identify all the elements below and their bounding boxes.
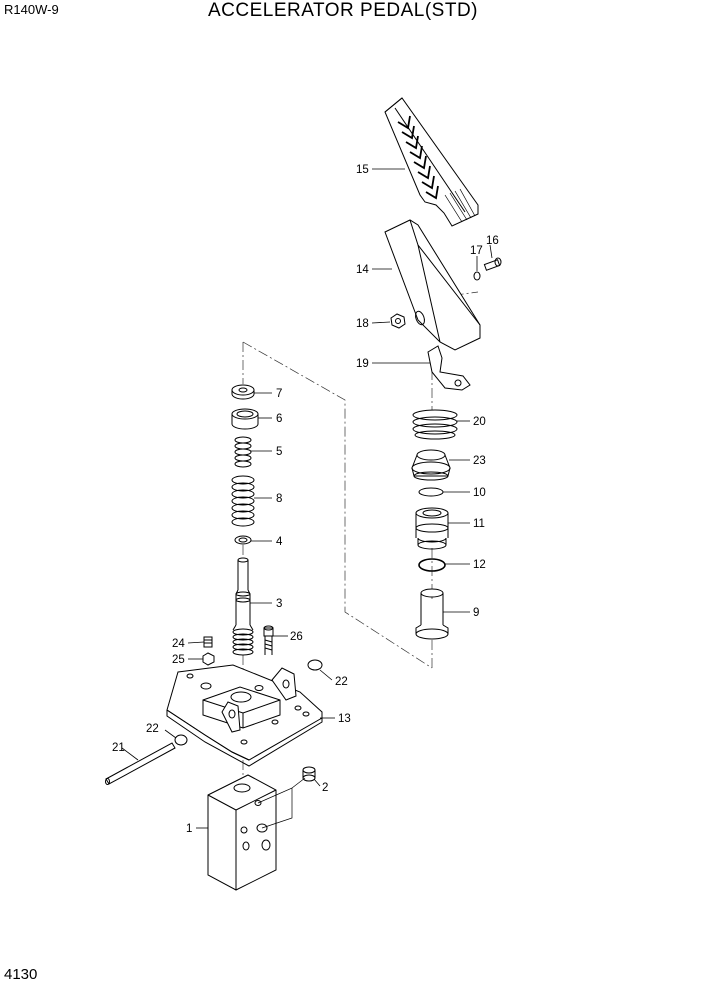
model-code: R140W-9 — [4, 2, 59, 17]
part-10-o-ring — [418, 487, 444, 497]
callout-18: 18 — [356, 318, 369, 330]
part-3-spool — [232, 557, 254, 656]
part-8-spring — [231, 475, 255, 527]
part-9-plunger — [415, 588, 449, 640]
callout-10: 10 — [473, 487, 486, 499]
part-17-washer — [473, 271, 481, 281]
plug-guide-lines — [257, 777, 306, 829]
part-12-o-ring — [418, 558, 446, 572]
part-6-spring-seat — [231, 408, 259, 430]
part-15-pedal-pad — [384, 97, 479, 227]
callout-3: 3 — [276, 598, 282, 610]
callout-8: 8 — [276, 493, 282, 505]
callout-14: 14 — [356, 264, 369, 276]
callout-11: 11 — [473, 518, 485, 530]
part-22-o-ring-right — [307, 659, 323, 671]
part-4-washer — [234, 535, 252, 545]
part-16-bolt — [483, 257, 502, 271]
callout-1: 1 — [186, 823, 192, 835]
callout-9: 9 — [473, 607, 479, 619]
callout-7: 7 — [276, 388, 282, 400]
callout-5: 5 — [276, 446, 282, 458]
part-26-bolt — [263, 625, 274, 655]
callout-26: 26 — [290, 631, 303, 643]
callout-6: 6 — [276, 413, 282, 425]
callout-19: 19 — [356, 358, 369, 370]
callout-4: 4 — [276, 536, 283, 548]
callout-17: 17 — [470, 245, 483, 257]
callout-numbers: 15 14 16 17 18 19 20 23 10 11 12 9 7 6 5… — [112, 164, 499, 835]
page-title: ACCELERATOR PEDAL(STD) — [208, 0, 479, 21]
part-11-bushing — [415, 507, 449, 550]
callout-21: 21 — [112, 742, 125, 754]
callout-13: 13 — [338, 713, 351, 725]
callout-23: 23 — [473, 455, 486, 467]
callout-2: 2 — [322, 782, 328, 794]
part-2-plug — [302, 766, 316, 782]
part-5-spring — [234, 436, 252, 468]
part-13-base-plate — [166, 664, 323, 767]
callout-15: 15 — [356, 164, 369, 176]
part-14-pedal-bracket — [384, 219, 481, 351]
callout-24: 24 — [172, 638, 185, 650]
part-22-o-ring-left — [174, 734, 188, 746]
part-18-nut — [390, 313, 406, 329]
callout-16: 16 — [486, 235, 499, 247]
part-25-nut — [202, 652, 215, 666]
part-1-valve-body — [207, 774, 277, 891]
page-number: 4130 — [4, 966, 38, 983]
callout-22-left: 22 — [146, 723, 159, 735]
part-20-spring — [412, 409, 458, 440]
callout-25: 25 — [172, 654, 185, 666]
part-7-washer — [231, 384, 255, 400]
part-24-set-screw — [203, 636, 213, 648]
part-23-boot — [411, 449, 451, 481]
callout-12: 12 — [473, 559, 486, 571]
callout-22-right: 22 — [335, 676, 348, 688]
callout-20: 20 — [473, 416, 486, 428]
part-19-link-arm — [427, 345, 471, 391]
leader-lines — [121, 168, 493, 829]
part-21-pin — [105, 742, 176, 785]
